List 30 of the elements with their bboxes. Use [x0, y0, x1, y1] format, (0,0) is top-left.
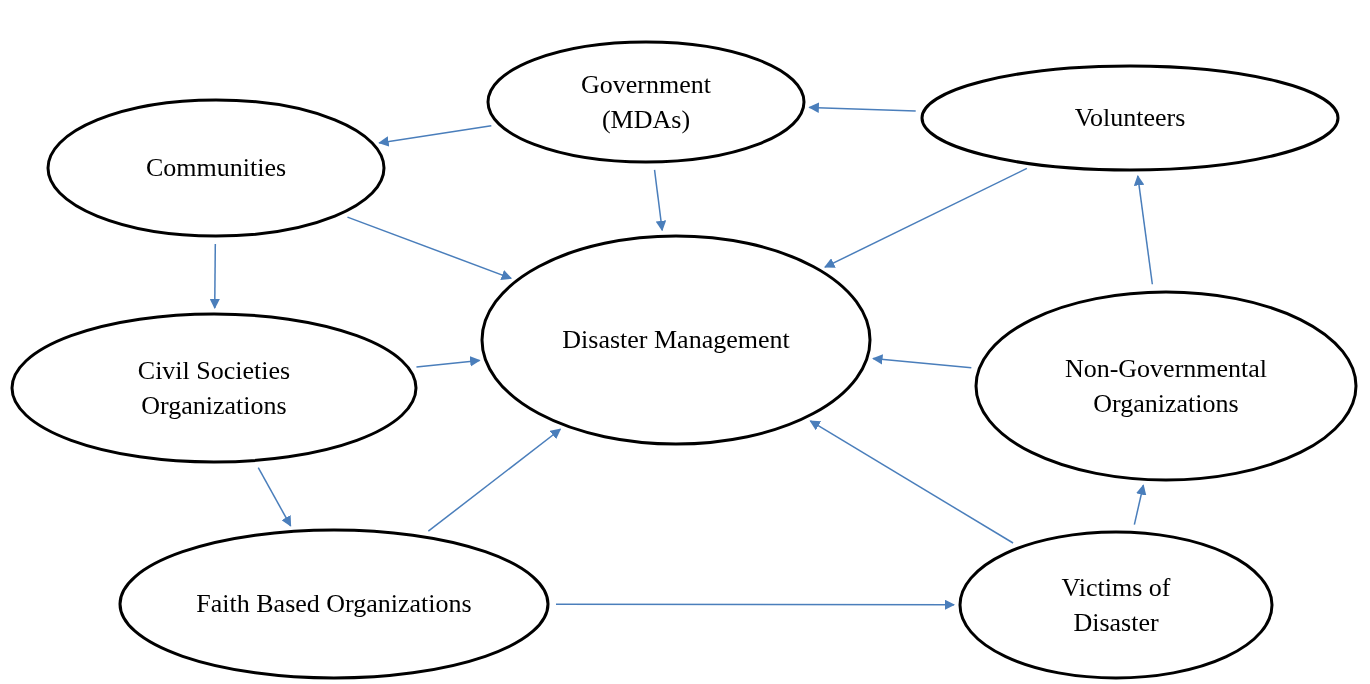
arrow — [808, 102, 917, 113]
arrow — [1133, 174, 1154, 285]
arrow — [209, 243, 221, 310]
arrow — [555, 599, 956, 611]
ellipse-node — [46, 98, 386, 238]
arrow — [257, 466, 292, 527]
arrow — [809, 420, 1014, 544]
ellipse-node — [118, 528, 550, 680]
ellipse-node — [958, 530, 1274, 680]
node-label: Communities — [145, 152, 287, 185]
ellipse-node — [920, 64, 1340, 172]
node-label: Faith Based Organizations — [196, 588, 472, 621]
arrow — [415, 356, 481, 368]
arrow — [1133, 484, 1147, 526]
node-label: Civil Societies Organizations — [136, 354, 292, 422]
ellipse-node — [974, 290, 1358, 482]
node-label: Victims of Disaster — [1060, 571, 1172, 639]
ellipse-node — [480, 234, 872, 446]
arrow — [378, 125, 493, 147]
node-label: Disaster Management — [562, 324, 790, 357]
node-label: Volunteers — [1074, 102, 1186, 135]
node-label: Government (MDAs) — [580, 68, 712, 136]
arrow — [824, 167, 1028, 268]
node-label: Non-Governmental Organizations — [1063, 352, 1269, 420]
ellipse-node — [10, 312, 418, 464]
arrow — [427, 428, 562, 532]
ellipse-node — [486, 40, 806, 164]
arrow — [653, 169, 667, 232]
arrow — [872, 354, 973, 369]
arrow — [346, 216, 512, 280]
